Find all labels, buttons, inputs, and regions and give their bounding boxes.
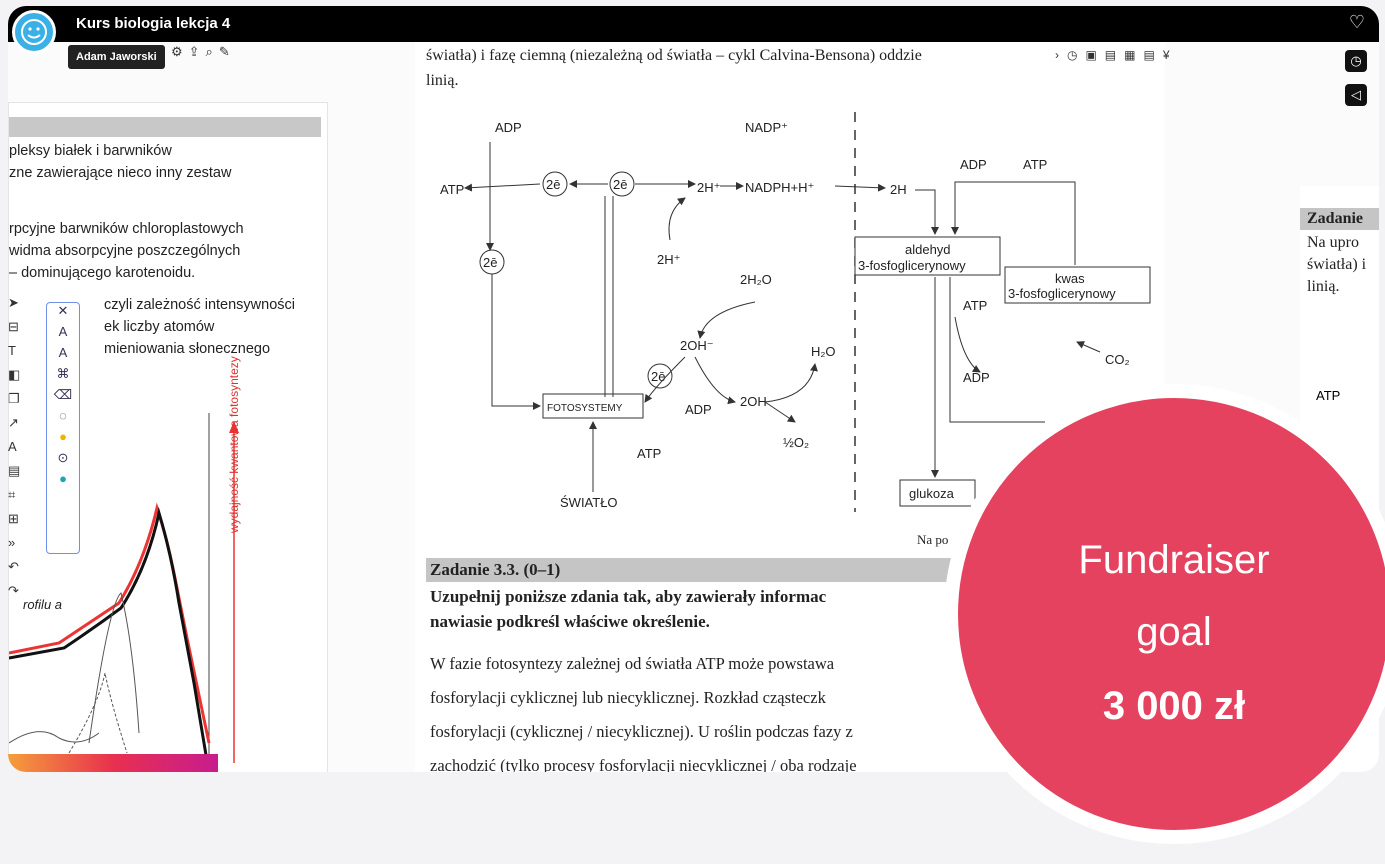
- clock-icon[interactable]: ◷: [1345, 50, 1367, 72]
- pen-tool-icon[interactable]: A: [8, 439, 17, 454]
- send-icon[interactable]: ◁: [1345, 84, 1367, 106]
- task-instruction: nawiasie podkreśl właściwe określenie.: [430, 612, 710, 631]
- doc-text: linią.: [1307, 278, 1340, 295]
- doc-text: światła) i fazę ciemną (niezależną od św…: [426, 47, 922, 64]
- doc-text: światła) i: [1307, 256, 1367, 273]
- photosynthesis-diagram: ADP ATP 2ē 2ē 2ē 2ē NADP⁺ 2H⁺ NADPH+H⁺ 2…: [440, 112, 1151, 512]
- diagram-label: ŚWIATŁO: [560, 495, 618, 510]
- comment-icon[interactable]: ▤: [8, 463, 21, 478]
- diagram-label: ATP: [637, 446, 661, 461]
- undo-icon[interactable]: ↶: [8, 559, 19, 574]
- diagram-label: 2H₂O: [740, 272, 772, 287]
- pen-icon[interactable]: A: [58, 324, 68, 339]
- diagram-label: 2ē: [651, 369, 665, 384]
- sticky-note-icon[interactable]: ◧: [8, 367, 21, 382]
- note-line: ek liczby atomów: [104, 319, 215, 335]
- embed-icon[interactable]: ⊞: [8, 511, 19, 526]
- note-line: pleksy białek i barwników: [9, 143, 172, 159]
- diagram-label: 2ē: [483, 255, 497, 270]
- task-header-band: [426, 558, 986, 582]
- doc-text: Na po: [917, 532, 949, 547]
- diagram-label: ATP: [1316, 388, 1341, 403]
- note-line: rpcyjne barwników chloroplastowych: [9, 221, 244, 237]
- stroke-size-icon[interactable]: ⊙: [57, 450, 69, 465]
- diagram-label: 3-fosfoglicerynowy: [858, 258, 966, 273]
- doc-text: Zadanie: [1307, 210, 1364, 227]
- heart-icon[interactable]: ♡: [1348, 12, 1365, 32]
- goal-label: goal: [1136, 610, 1212, 654]
- diagram-label: FOTOSYSTEMY: [547, 403, 623, 414]
- fundraiser-label: Fundraiser: [1078, 538, 1270, 582]
- diagram-label: ½O₂: [783, 435, 809, 450]
- diagram-label: 2OH: [740, 394, 767, 409]
- doc-text: Na upro: [1307, 234, 1359, 251]
- text-tool-icon[interactable]: T: [8, 343, 16, 358]
- diagram-label: glukoza: [909, 486, 955, 501]
- diagram-label: 3-fosfoglicerynowy: [1008, 286, 1116, 301]
- frame-icon[interactable]: ⌗: [8, 487, 16, 502]
- more-icon[interactable]: »: [8, 535, 16, 550]
- doc-text: linią.: [426, 72, 459, 89]
- absorption-spectrum-plot: [9, 413, 239, 772]
- note-line: mieniowania słonecznego: [104, 341, 271, 357]
- diagram-label: 2ē: [613, 177, 627, 192]
- diagram-label: 2H: [890, 182, 907, 197]
- drawing-tool-column[interactable]: ➤ ⊟ T ◧ ❐ ↗ A ▤ ⌗ ⊞ » ↶ ↷: [8, 291, 24, 603]
- diagram-label: CO₂: [1105, 352, 1130, 367]
- lasso-icon[interactable]: ◌: [59, 408, 67, 423]
- diagram-label: NADP⁺: [745, 120, 788, 135]
- smile-face-icon: [21, 19, 47, 45]
- diagram-label: H₂O: [811, 344, 836, 359]
- task-paragraph-line: zachodzić (tylko procesy fosforylacji ni…: [430, 756, 857, 772]
- task-paragraph-line: fosforylacji cyklicznej lub niecykliczne…: [430, 688, 826, 707]
- marker-icon[interactable]: A: [58, 345, 68, 360]
- diagram-label: ATP: [1023, 157, 1047, 172]
- eraser-icon[interactable]: ⌫: [53, 387, 73, 402]
- diagram-label: ADP: [963, 370, 990, 385]
- avatar[interactable]: [12, 10, 56, 54]
- diagram-label: ADP: [685, 402, 712, 417]
- goal-amount: 3 000 zł: [1102, 684, 1246, 728]
- diagram-label: ATP: [440, 182, 464, 197]
- section-header-band: [9, 117, 321, 137]
- shapes-icon[interactable]: ❐: [8, 391, 20, 406]
- presenter-tooltip: Adam Jaworski: [68, 45, 165, 69]
- note-line: zne zawierające nieco inny zestaw: [9, 165, 232, 181]
- task-paragraph-line: W fazie fotosyntezy zależnej od światła …: [430, 654, 835, 673]
- note-line: rofilu a: [23, 597, 63, 612]
- note-line: czyli zależność intensywności: [104, 297, 295, 313]
- magic-pen-icon[interactable]: ⌘: [56, 366, 70, 381]
- color-yellow-icon[interactable]: ●: [59, 429, 67, 444]
- diagram-label: 2H⁺: [657, 252, 680, 267]
- task-paragraph-line: fosforylacji (cyklicznej / niecyklicznej…: [430, 722, 853, 741]
- fundraiser-goal-badge: Fundraiser goal 3 000 zł: [944, 384, 1385, 844]
- table-icon[interactable]: ⊟: [8, 319, 19, 334]
- diagram-label: 2OH⁻: [680, 338, 714, 353]
- task-header-band: [1300, 208, 1379, 230]
- color-gradient-bar: [8, 754, 218, 772]
- diagram-label: ATP: [963, 298, 987, 313]
- close-icon[interactable]: ✕: [57, 303, 69, 318]
- diagram-label: aldehyd: [905, 242, 951, 257]
- diagram-label: 2H⁺: [697, 180, 720, 195]
- note-line: widma absorpcyjne poszczególnych: [9, 243, 241, 259]
- video-top-bar: Kurs biologia lekcja 4 ♡: [8, 6, 1379, 42]
- diagram-label: 2ē: [546, 177, 560, 192]
- diagram-label: NADPH+H⁺: [745, 180, 814, 195]
- task-instruction: Uzupełnij poniższe zdania tak, aby zawie…: [430, 587, 827, 606]
- cursor-icon[interactable]: ➤: [8, 295, 19, 310]
- arrow-tool-icon[interactable]: ↗: [8, 415, 19, 430]
- pen-options-panel: ✕ A A ⌘ ⌫ ◌ ● ⊙ ●: [46, 302, 80, 554]
- note-line: – dominującego karotenoidu.: [9, 265, 196, 281]
- video-title: Kurs biologia lekcja 4: [76, 15, 231, 32]
- diagram-label: ADP: [960, 157, 987, 172]
- whiteboard-toolbar[interactable]: ⚙⇪⌕✎: [171, 44, 236, 59]
- overlay-toolbar[interactable]: ›◷▣▤▦▤¥: [1055, 48, 1178, 62]
- color-teal-icon[interactable]: ●: [59, 471, 67, 486]
- y-axis-label: wydajność kwantowa fotosyntezy: [227, 356, 241, 533]
- task-title: Zadanie 3.3. (0–1): [430, 560, 561, 579]
- diagram-label: kwas: [1055, 271, 1085, 286]
- diagram-label: ADP: [495, 120, 522, 135]
- redo-icon[interactable]: ↷: [8, 583, 19, 598]
